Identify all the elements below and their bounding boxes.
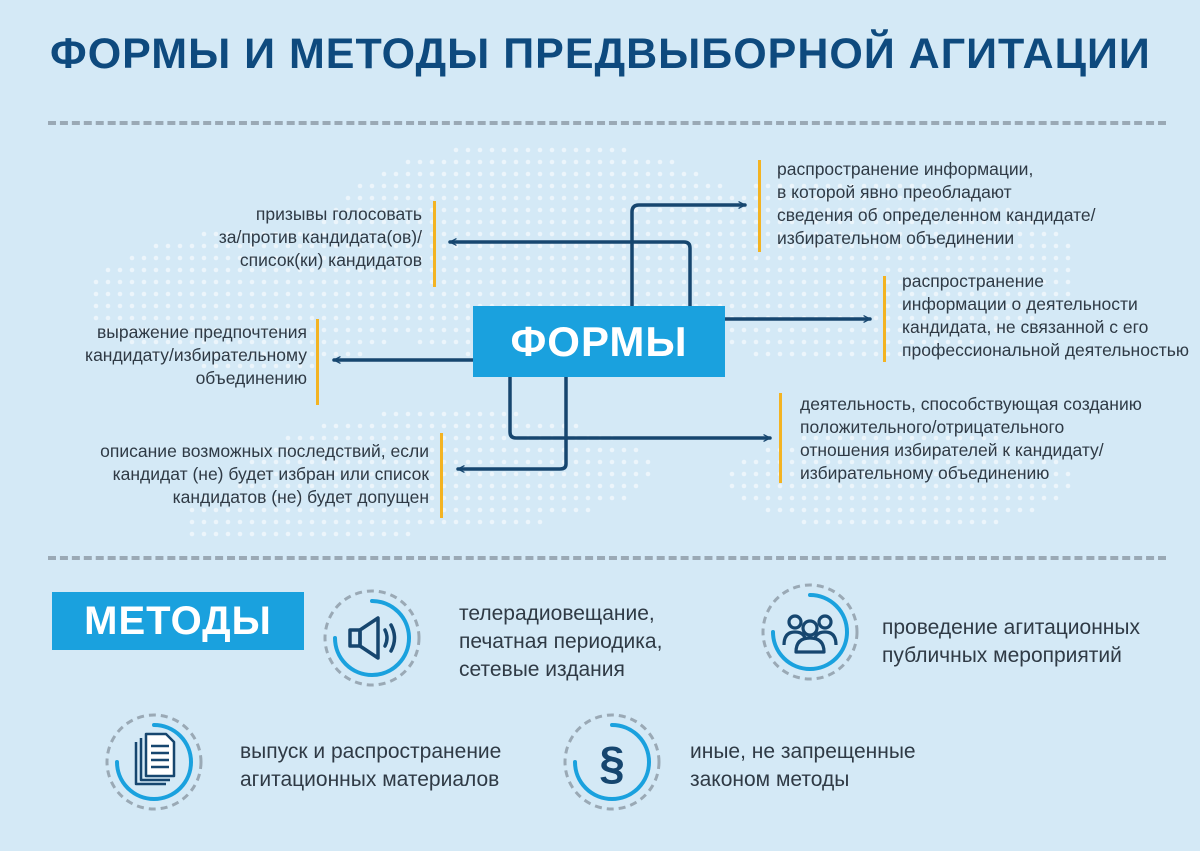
accent-tick [433, 201, 436, 287]
methods-label: МЕТОДЫ [52, 592, 304, 650]
method-icon-broadcast [323, 589, 421, 687]
accent-tick [758, 160, 761, 252]
people-group-icon [782, 614, 838, 654]
middle-divider [48, 556, 1166, 560]
form-attitude-activity: деятельность, способствующая созданию по… [800, 394, 1142, 483]
method-other-text: иные, не запрещенные законом методы [690, 740, 916, 791]
documents-icon [134, 732, 176, 786]
method-icon-materials [105, 713, 203, 811]
top-divider [48, 121, 1166, 125]
method-icon-other: § [563, 713, 661, 811]
paragraph-icon: § [599, 737, 625, 789]
accent-tick [316, 319, 319, 405]
method-events-text: проведение агитационных публичных меропр… [882, 616, 1140, 667]
method-icon-events [761, 583, 859, 681]
method-materials-text: выпуск и распространение агитационных ма… [240, 740, 502, 791]
accent-tick [883, 276, 886, 362]
form-predominant-info: распространение информации, в которой яв… [777, 159, 1096, 248]
form-consequences: описание возможных последствий, если кан… [100, 441, 429, 507]
method-broadcast-text: телерадиовещание, печатная периодика, се… [459, 602, 663, 681]
forms-label: ФОРМЫ [473, 306, 725, 377]
arrow-right-1 [630, 201, 747, 310]
form-preference: выражение предпочтения кандидату/избират… [85, 322, 307, 388]
page-title: ФОРМЫ И МЕТОДЫ ПРЕДВЫБОРНОЙ АГИТАЦИИ [50, 30, 1151, 78]
arrow-right-3 [508, 375, 772, 442]
form-call-to-vote: призывы голосовать за/против кандидата(о… [218, 204, 422, 270]
accent-tick [779, 393, 782, 483]
form-activity-info: распространение информации о деятельност… [902, 271, 1189, 360]
arrow-left-3 [456, 375, 568, 473]
megaphone-icon [348, 616, 397, 660]
arrow-left-1 [448, 238, 692, 310]
accent-tick [440, 433, 443, 518]
